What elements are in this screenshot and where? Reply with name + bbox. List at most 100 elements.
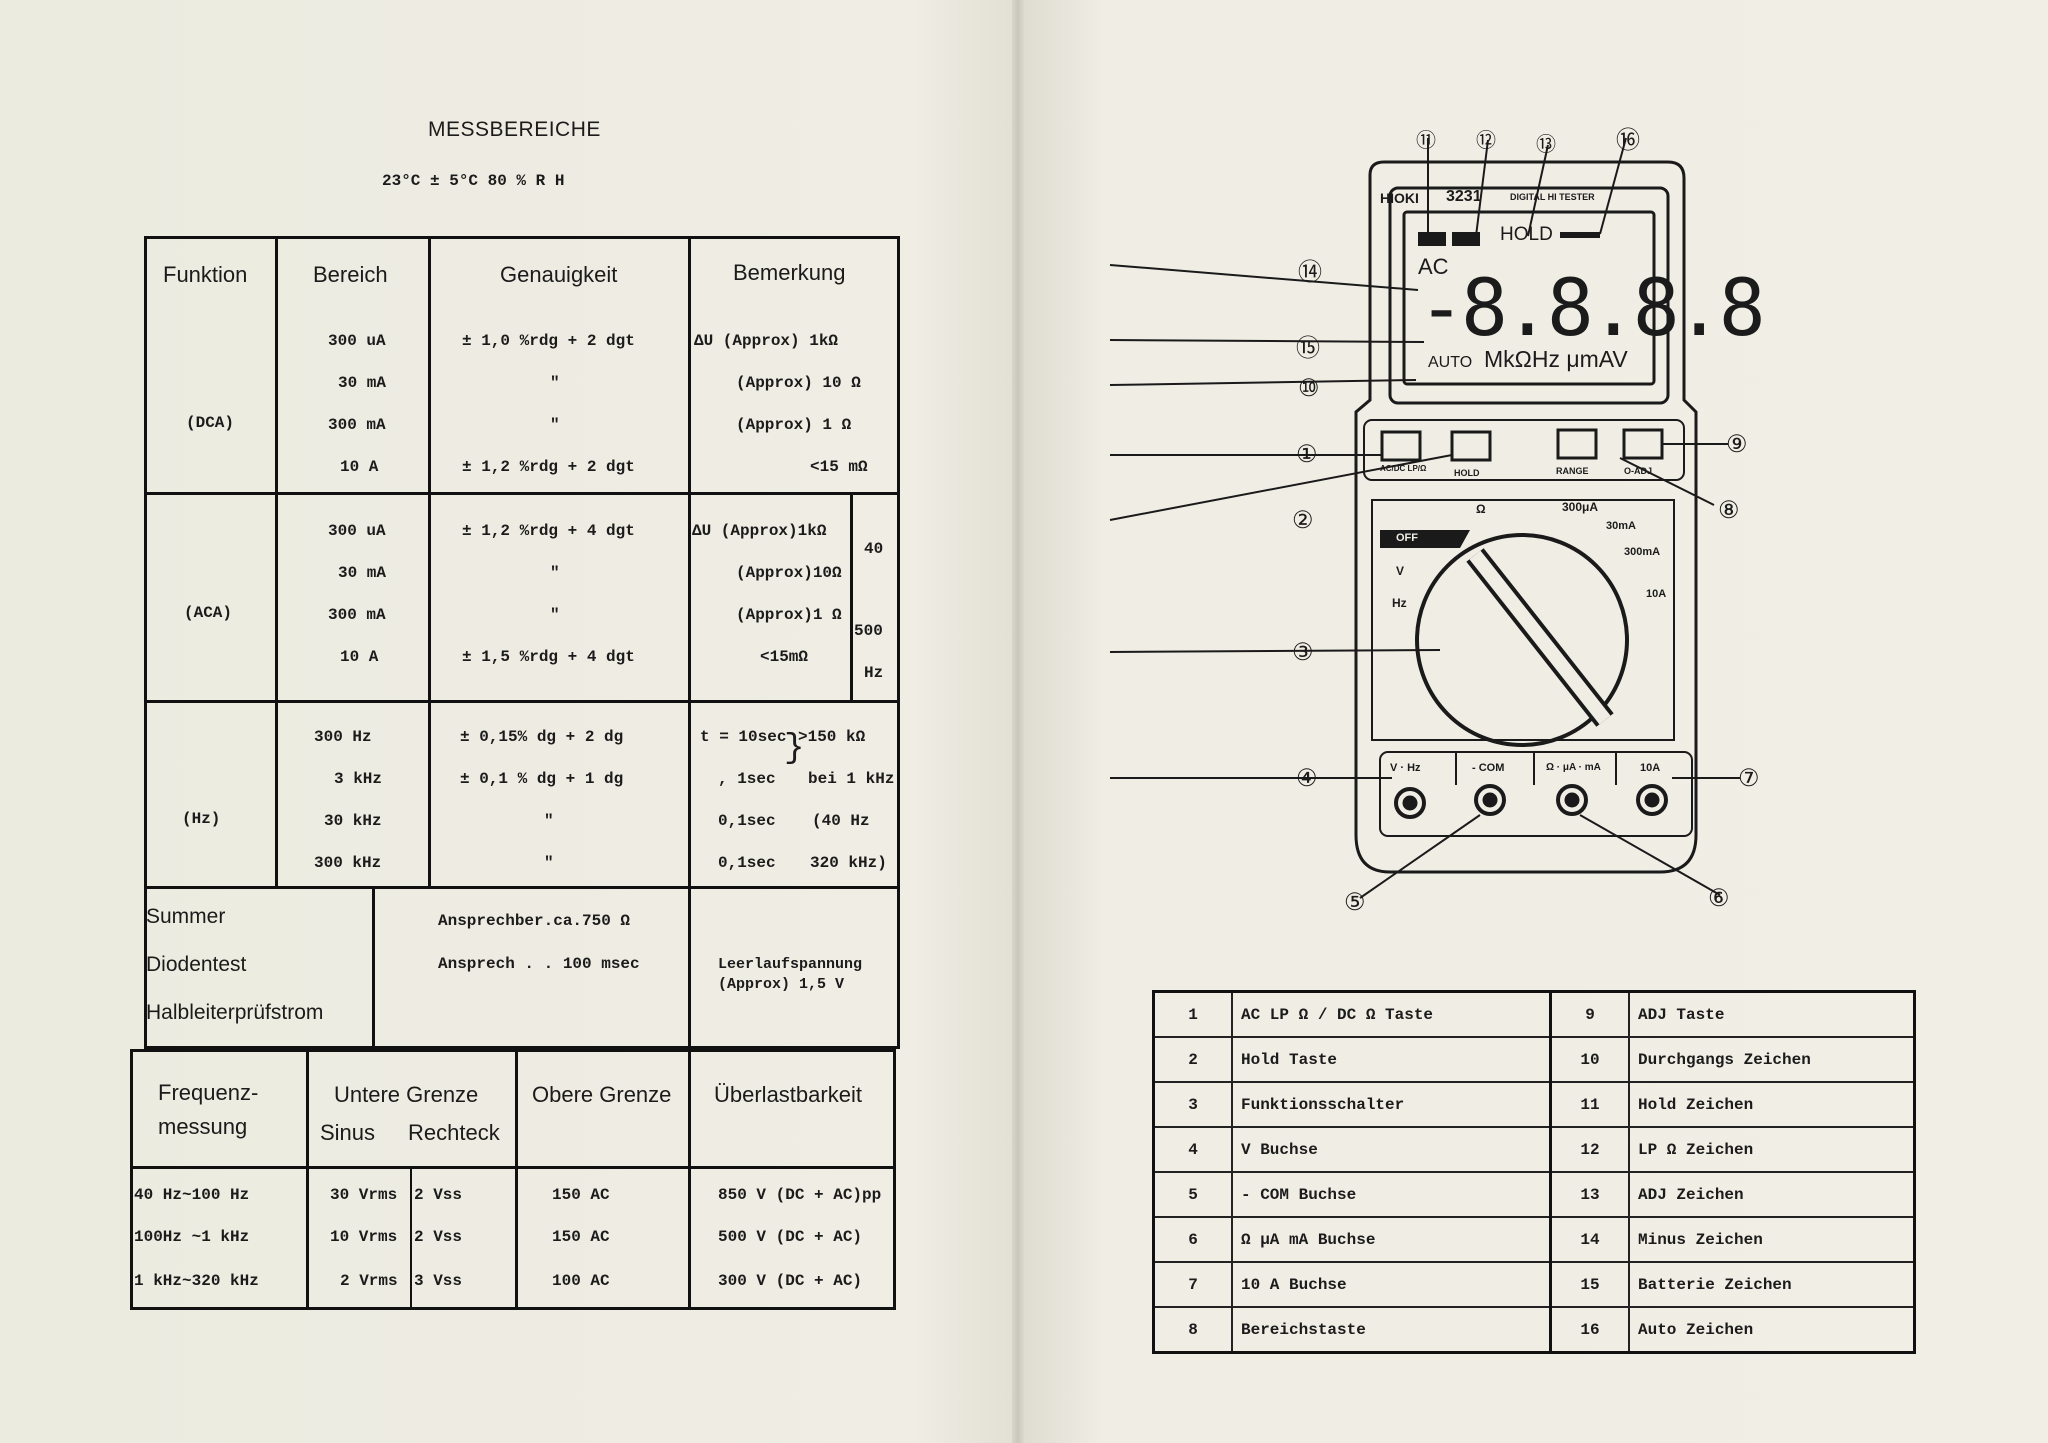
summer-remark: (Approx) 1,5 V — [718, 976, 845, 993]
range-cell: 300 mA — [328, 416, 386, 434]
multimeter-illustration — [1109, 137, 1740, 899]
range-cell: 30 mA — [338, 564, 387, 582]
legend-number: 7 — [1152, 1261, 1233, 1308]
range-cell: 3 kHz — [334, 770, 383, 788]
range-button[interactable]: RANGE — [1556, 466, 1589, 476]
table-row: 3 Funktionsschalter 11 Hold Zeichen — [1152, 1081, 1916, 1128]
jack-label-ohm: Ω · μA · mA — [1546, 762, 1601, 773]
callout-10: ⑩ — [1298, 375, 1320, 402]
legend-text: Hold Taste — [1231, 1036, 1552, 1083]
legend-number: 4 — [1152, 1126, 1233, 1173]
jack-label-10a: 10A — [1640, 762, 1661, 774]
range-cell: 300 mA — [328, 606, 386, 624]
dial-300ua[interactable]: 300μA — [1562, 500, 1599, 514]
ueber-cell: 500 V (DC + AC) — [718, 1228, 863, 1246]
dial-30ma[interactable]: 30mA — [1606, 520, 1636, 532]
dial-v[interactable]: V — [1396, 564, 1405, 578]
dial-off[interactable]: OFF — [1396, 532, 1418, 544]
header-untere-grenze: Untere Grenze — [334, 1082, 479, 1107]
adj-button[interactable]: O-ADJ — [1624, 466, 1653, 476]
device-brand: HIOKI — [1380, 190, 1419, 206]
diode-value: Ansprech . . 100 msec — [438, 955, 640, 973]
accuracy-cell: " — [550, 416, 560, 434]
range-cell: 300 Hz — [314, 728, 372, 746]
callout-12: ⑫ — [1476, 130, 1496, 152]
callout-6: ⑥ — [1708, 885, 1730, 912]
table-row: 5 - COM Buchse 13 ADJ Zeichen — [1152, 1171, 1916, 1218]
legend-text: Hold Zeichen — [1628, 1081, 1916, 1128]
legend-number: 13 — [1549, 1171, 1630, 1218]
header-frequenz: messung — [158, 1114, 248, 1139]
legend-number: 10 — [1549, 1036, 1630, 1083]
range-cell: 300 uA — [328, 522, 386, 540]
accuracy-cell: " — [550, 606, 560, 624]
header-sinus: Sinus — [320, 1120, 376, 1145]
legend-number: 12 — [1549, 1126, 1630, 1173]
freq-note: 40 — [864, 540, 884, 558]
dial-hz[interactable]: Hz — [1392, 596, 1407, 610]
accuracy-cell: " — [544, 812, 554, 830]
freq-row-1: 40 Hz~100 Hz — [134, 1186, 250, 1204]
lcd-units: MkΩHz μmAV — [1484, 346, 1628, 372]
dial-10a[interactable]: 10A — [1646, 588, 1667, 600]
legend-text: AC LP Ω / DC Ω Taste — [1231, 990, 1552, 1038]
ac-dc-button[interactable]: AC/DC LP/Ω — [1380, 464, 1427, 473]
callout-14: ⑭ — [1298, 259, 1322, 286]
range-cell: 10 A — [340, 648, 379, 666]
lcd-window — [1402, 210, 1656, 386]
remark-cell: (Approx)1 Ω — [736, 606, 842, 624]
diodentest-label: Diodentest — [146, 953, 247, 976]
remark-cell: , 1sec — [718, 770, 776, 788]
left-page — [0, 0, 1016, 1443]
callout-15: ⑮ — [1296, 335, 1320, 362]
summer-value: Ansprechber.ca.750 Ω — [438, 912, 631, 930]
lcd-digits: -8.8.8.8 — [1418, 264, 1766, 354]
callout-8: ⑧ — [1718, 497, 1740, 524]
accuracy-cell: ± 1,2 %rdg + 2 dgt — [462, 458, 635, 476]
callout-13: ⑬ — [1536, 134, 1556, 156]
callout-2: ② — [1292, 507, 1314, 534]
accuracy-cell: " — [550, 374, 560, 392]
legend-number: 11 — [1549, 1081, 1630, 1128]
accuracy-cell: ± 1,0 %rdg + 2 dgt — [462, 332, 635, 350]
remark-cell: <15 mΩ — [810, 458, 868, 476]
callout-7: ⑦ — [1738, 765, 1760, 792]
remark-cell: 320 kHz) — [810, 854, 887, 872]
callout-4: ④ — [1296, 765, 1318, 792]
obere-cell: 150 AC — [552, 1228, 610, 1246]
legend-text: ADJ Taste — [1628, 990, 1916, 1038]
rechteck-cell: 2 Vss — [414, 1186, 463, 1204]
callout-16: ⑯ — [1616, 127, 1640, 154]
sinus-cell: 10 Vrms — [330, 1228, 398, 1246]
remark-cell: >150 kΩ — [798, 728, 866, 746]
remark-cell: (Approx) 1 Ω — [736, 416, 852, 434]
header-frequenz: Frequenz- — [158, 1080, 259, 1105]
parts-legend-table: 1 AC LP Ω / DC Ω Taste 9 ADJ Taste 2 Hol… — [1152, 990, 1916, 1354]
freq-row-2: 100Hz ~1 kHz — [134, 1228, 250, 1246]
hold-button-shape — [1450, 430, 1492, 462]
table-row: 2 Hold Taste 10 Durchgangs Zeichen — [1152, 1036, 1916, 1083]
legend-text: Ω μA mA Buchse — [1231, 1216, 1552, 1263]
adj-button-shape — [1622, 428, 1664, 460]
header-obere-grenze: Obere Grenze — [532, 1082, 672, 1107]
callout-3: ③ — [1292, 639, 1314, 666]
legend-number: 1 — [1152, 990, 1233, 1038]
legend-text: Funktionsschalter — [1231, 1081, 1552, 1128]
hold-button[interactable]: HOLD — [1454, 468, 1480, 478]
range-button-shape — [1556, 428, 1598, 460]
sinus-cell: 2 Vrms — [340, 1272, 398, 1290]
header-funktion: Funktion — [163, 262, 248, 287]
header-rechteck: Rechteck — [408, 1120, 500, 1145]
dial-panel — [1371, 499, 1675, 741]
dial-ohm[interactable]: Ω — [1476, 502, 1486, 516]
summer-remark: Leerlaufspannung — [718, 956, 863, 973]
function-hz: (Hz) — [182, 810, 221, 828]
header-genauigkeit: Genauigkeit — [500, 262, 618, 287]
obere-cell: 100 AC — [552, 1272, 610, 1290]
device-subtitle: DIGITAL HI TESTER — [1510, 192, 1595, 202]
accuracy-cell: " — [544, 854, 554, 872]
legend-text: Durchgangs Zeichen — [1628, 1036, 1916, 1083]
remark-cell: 0,1sec — [718, 854, 776, 872]
jack-v-hz — [1394, 787, 1426, 819]
dial-300ma[interactable]: 300mA — [1624, 546, 1661, 558]
